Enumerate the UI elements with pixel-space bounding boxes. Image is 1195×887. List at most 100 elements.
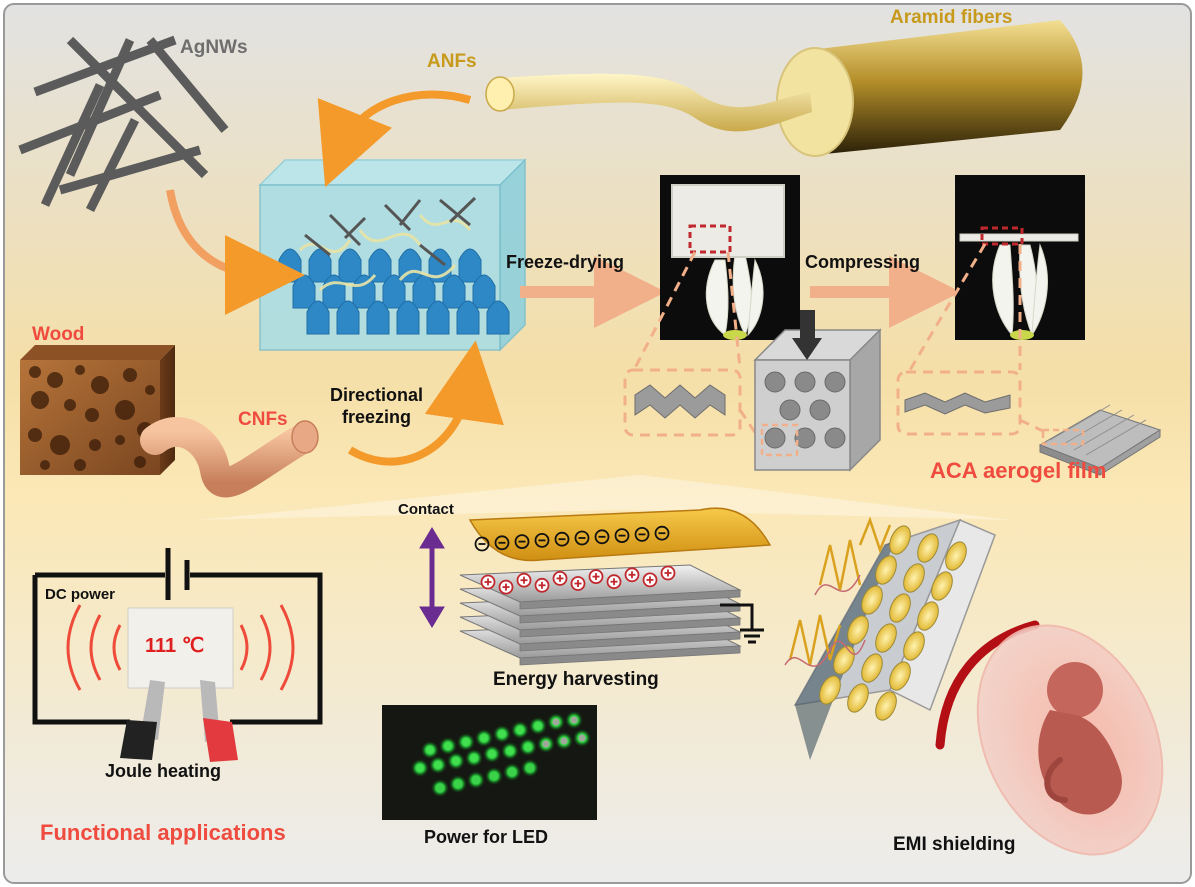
film-on-flower-photo	[955, 175, 1085, 340]
led-light-icon	[503, 763, 521, 781]
positive-charge-icon	[534, 577, 550, 593]
negative-charge-icon	[494, 535, 510, 551]
led-light-icon	[467, 771, 485, 789]
application-spotlight	[200, 475, 1010, 520]
freeze-drying-label: Freeze-drying	[506, 252, 625, 272]
negative-charge-icon	[554, 531, 570, 547]
led-lights	[411, 711, 591, 797]
emi-shielding-label: EMI shielding	[893, 834, 1016, 855]
positive-charge-icon	[516, 572, 532, 588]
negative-charge-icon	[574, 530, 590, 546]
led-light-icon	[431, 779, 449, 797]
em-wave-trace-icon	[784, 574, 866, 667]
led-light-icon	[439, 737, 457, 755]
emi-shield-cells	[819, 525, 967, 721]
teng-device	[419, 507, 772, 666]
ground-wire	[720, 603, 754, 630]
positive-charges	[480, 565, 676, 595]
heater-film	[127, 607, 234, 689]
led-light-icon	[421, 741, 439, 759]
zoom-leaders	[623, 243, 1046, 441]
power-for-led-label: Power for LED	[424, 827, 549, 847]
led-light-icon	[565, 711, 583, 729]
energy-harvesting-label: Energy harvesting	[493, 669, 659, 690]
led-light-icon	[511, 721, 529, 739]
led-light-icon	[483, 745, 501, 763]
agnws-label: AgNWs	[180, 37, 248, 58]
led-light-icon	[529, 717, 547, 735]
joule-heating-circuit	[32, 548, 323, 762]
cnf-fiber-icon	[140, 417, 315, 498]
negative-charges	[474, 525, 670, 552]
led-array-photo	[382, 705, 597, 820]
red-clip-icon	[203, 718, 238, 762]
black-clip-icon	[120, 720, 157, 760]
positive-charge-icon	[642, 572, 658, 588]
heat-wave-left-icon	[66, 604, 122, 691]
led-light-icon	[555, 732, 573, 750]
wood-label: Wood	[32, 324, 85, 345]
temperature-readout: 111 ℃	[145, 635, 205, 657]
negative-charge-icon	[614, 528, 630, 543]
negative-charge-icon	[634, 527, 650, 542]
anfs-label: ANFs	[427, 51, 477, 72]
cnf-fiber-end-icon	[291, 420, 319, 454]
led-light-icon	[501, 742, 519, 760]
led-light-icon	[447, 752, 465, 770]
negative-charge-icon	[514, 534, 530, 549]
anfs-to-freezing-arrow	[317, 90, 472, 188]
positive-charge-icon	[570, 576, 586, 591]
negative-charge-icon	[594, 529, 610, 545]
compressed-film-stack-icon	[1038, 404, 1162, 476]
led-light-icon	[493, 725, 511, 743]
heat-wave-right-icon	[239, 604, 295, 691]
led-light-icon	[573, 729, 591, 747]
agnws-to-freezing-arrow	[166, 189, 305, 315]
aramid-fiber-cylinder-icon	[485, 20, 1083, 157]
cnfs-label: CNFs	[238, 409, 288, 430]
positive-charge-icon	[624, 567, 640, 583]
aerogel-cell-wall-closeup	[634, 384, 726, 419]
positive-charge-icon	[588, 569, 604, 584]
led-light-icon	[465, 749, 483, 767]
led-light-icon	[521, 759, 539, 777]
positive-charge-icon	[498, 579, 514, 595]
led-light-icon	[429, 756, 447, 774]
ice-crystals	[278, 248, 510, 335]
aca-aerogel-film-label: ACA aerogel film	[930, 458, 1107, 483]
functional-applications-label: Functional applications	[40, 820, 286, 845]
film-cell-wall-closeup	[904, 392, 1011, 415]
compressing-label: Compressing	[805, 252, 921, 272]
positive-charge-icon	[606, 574, 622, 590]
led-light-icon	[537, 735, 555, 753]
negative-charge-icon	[534, 533, 550, 548]
dc-power-label: DC power	[45, 586, 116, 603]
fetus-icon	[976, 624, 1164, 856]
contact-arrow-icon	[419, 527, 445, 628]
contact-label: Contact	[398, 501, 454, 518]
porous-aerogel-block-icon	[753, 310, 882, 472]
directional-freezing-block-icon	[258, 158, 527, 352]
led-light-icon	[475, 729, 493, 747]
ground-icon	[740, 628, 764, 644]
emi-shield-arc-icon	[935, 620, 1040, 750]
negative-charge-icon	[654, 525, 670, 541]
positive-charge-icon	[660, 565, 676, 581]
directional-freezing-label: Directional freezing	[330, 385, 424, 427]
led-light-icon	[519, 738, 537, 756]
led-light-icon	[411, 759, 429, 777]
led-light-icon	[457, 733, 475, 751]
joule-heating-label: Joule heating	[105, 761, 222, 781]
led-light-icon	[449, 775, 467, 793]
led-light-icon	[547, 713, 565, 731]
positive-charge-icon	[552, 571, 568, 586]
cnfs-to-freezing-arrow	[347, 340, 504, 466]
emi-shield-structure	[784, 516, 1040, 760]
led-light-icon	[485, 767, 503, 785]
aramid-fibers-label: Aramid fibers	[890, 7, 1013, 28]
agnws-network-icon	[18, 35, 229, 213]
positive-charge-icon	[480, 574, 496, 590]
negative-charge-icon	[474, 536, 490, 552]
